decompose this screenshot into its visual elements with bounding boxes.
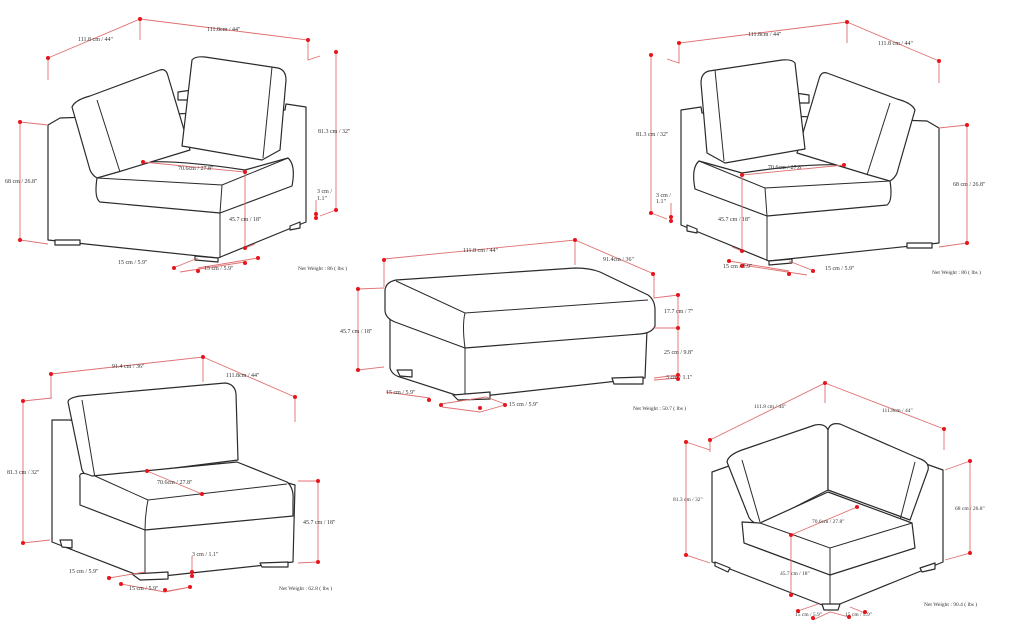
arm-height-label: 68 cm / 26.8" <box>953 182 986 188</box>
left-arm-chair-drawing <box>17 16 339 274</box>
seat-height-label: 45.7 cm / 18" <box>303 520 336 526</box>
net-weight: Net Weight : 50.7 ( lbs ) <box>633 405 686 412</box>
ottoman-labels: 111.8 cm / 44" 91.4cm / 36" 45.7 cm / 18… <box>340 248 694 412</box>
width-label: 111.8cm / 44" <box>748 32 782 38</box>
width-label: 111.8cm / 44" <box>207 27 241 33</box>
seat-height-label: 45.7 cm / 18" <box>229 217 262 223</box>
clearance-label-inch: 1.1" <box>317 196 328 202</box>
arm-height-label: 68 cm / 26.8" <box>5 179 38 185</box>
height-label: 81.3 cm / 32" <box>636 132 669 138</box>
clearance-label: 3 cm / <box>317 189 332 195</box>
leg-label: 15 cm / 5.9" <box>386 390 416 396</box>
net-weight: Net Weight : 86 ( lbs ) <box>298 265 347 272</box>
corner-chair-drawing <box>684 381 972 621</box>
depth-label: 111.8cm / 44" <box>226 373 260 379</box>
ottoman-drawing <box>356 238 680 413</box>
width-right-label: 111.8cm / 44" <box>882 408 913 414</box>
seat-depth-label: 70.6cm / 27.8" <box>178 166 214 172</box>
leg-label: 15 cm / 5.9" <box>118 260 148 266</box>
leg-label: 15 cm / 5.9" <box>69 569 99 575</box>
leg-label: 15 cm / 5.9" <box>795 612 822 618</box>
width-label: 91.4 cm / 36" <box>112 364 145 370</box>
left-arm-chair-labels: 111.8 cm / 44" 111.8cm / 44" 81.3 cm / 3… <box>5 27 351 272</box>
seat-depth-label: 70.6cm / 27.8" <box>812 519 845 525</box>
net-weight: Net Weight : 62.8 ( lbs ) <box>279 585 332 592</box>
armless-chair-drawing <box>21 355 320 593</box>
leg-label: 15 cm / 5.9" <box>825 266 855 272</box>
leg-label: 15 cm / 5.9" <box>845 612 872 618</box>
leg-label: 15 cm / 5.9" <box>723 264 753 270</box>
height-label: 81.3 cm / 32" <box>7 470 40 476</box>
leg-label: 15 cm / 5.9" <box>129 586 159 592</box>
depth-label: 91.4cm / 36" <box>603 257 634 263</box>
leg-label: 15 cm / 5.9" <box>509 402 539 408</box>
width-left-label: 111.8 cm / 44" <box>754 404 786 410</box>
height-label: 81.3 cm / 32" <box>673 497 703 503</box>
right-arm-chair-labels: 111.8cm / 44" 111.8 cm / 44" 81.3 cm / 3… <box>636 32 986 276</box>
net-weight: Net Weight : 90.4 ( lbs ) <box>924 601 977 608</box>
clearance-label: 3 cm / <box>656 193 671 199</box>
depth-label: 111.8 cm / 44" <box>78 37 114 43</box>
base-height-label: 25 cm / 9.8" <box>664 350 694 356</box>
depth-label: 111.8 cm / 44" <box>878 41 914 47</box>
arm-height-label: 68 cm / 26.8" <box>955 506 985 512</box>
cushion-height-label: 17.7 cm / 7" <box>664 309 694 315</box>
clearance-label: 3 cm / 1.1" <box>666 375 693 381</box>
corner-chair-labels: 111.8 cm / 44" 111.8cm / 44" 81.3 cm / 3… <box>673 404 985 618</box>
seat-depth-label: 70.6cm / 27.8" <box>768 165 804 171</box>
armless-chair-labels: 91.4 cm / 36" 111.8cm / 44" 81.3 cm / 32… <box>7 364 336 592</box>
clearance-label: 3 cm / 1.1" <box>192 552 219 558</box>
right-arm-chair-drawing <box>648 19 970 277</box>
seat-depth-label: 70.6cm / 27.8" <box>157 480 193 486</box>
clearance-label-inch: 1.1" <box>656 199 667 205</box>
height-label: 45.7 cm / 18" <box>340 329 373 335</box>
seat-height-label: 45.7 cm / 18" <box>718 217 751 223</box>
leg-label: 15 cm / 5.9" <box>204 266 234 272</box>
net-weight: Net Weight : 86 ( lbs ) <box>932 269 981 276</box>
height-label: 81.3 cm / 32" <box>318 129 351 135</box>
width-label: 111.8 cm / 44" <box>463 248 499 254</box>
seat-height-label: 45.7 cm / 18" <box>780 571 810 577</box>
